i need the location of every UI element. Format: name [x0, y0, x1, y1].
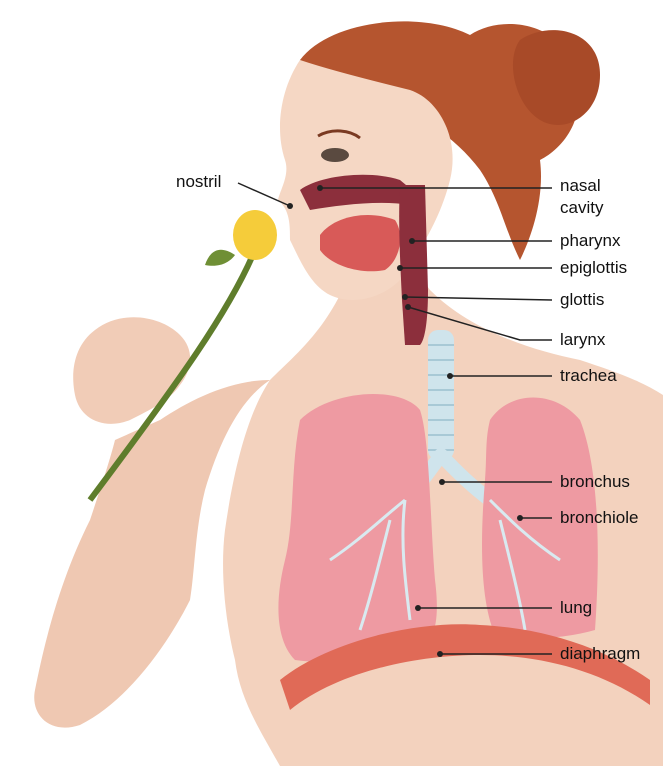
hand	[73, 317, 190, 424]
label-larynx: larynx	[560, 330, 605, 350]
label-bronchus: bronchus	[560, 472, 630, 492]
left-lung	[278, 394, 436, 662]
label-epiglottis: epiglottis	[560, 258, 627, 278]
label-nasal-cavity-line1: nasal	[560, 176, 601, 196]
rose-flower	[233, 210, 277, 260]
label-trachea: trachea	[560, 366, 617, 386]
rose-leaf	[205, 250, 235, 266]
eye	[321, 148, 349, 162]
pharynx-shape	[399, 185, 428, 345]
label-glottis: glottis	[560, 290, 604, 310]
label-lung: lung	[560, 598, 592, 618]
label-bronchiole: bronchiole	[560, 508, 638, 528]
label-nasal-cavity-line2: cavity	[560, 198, 603, 218]
label-diaphragm: diaphragm	[560, 644, 640, 664]
label-nostril: nostril	[176, 172, 221, 192]
trachea-shape	[428, 330, 454, 460]
label-pharynx: pharynx	[560, 231, 620, 251]
